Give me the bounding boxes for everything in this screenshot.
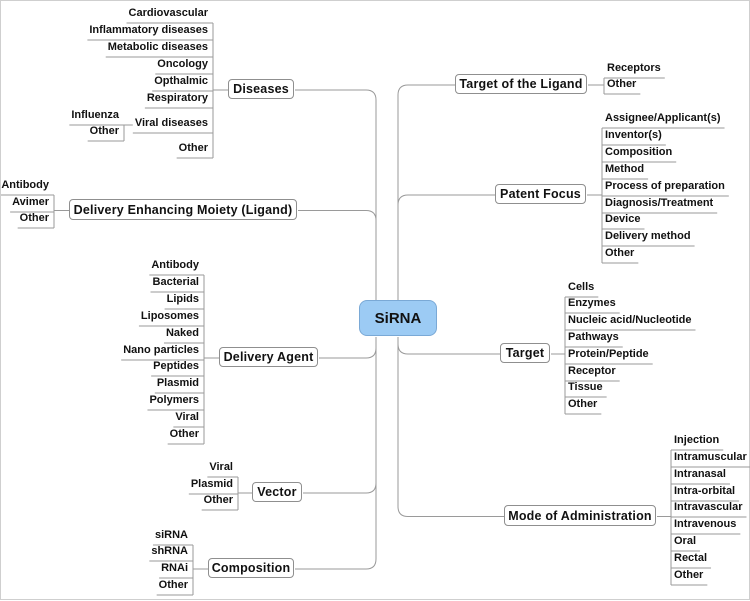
- leaf-other: Other: [605, 247, 635, 259]
- leaf-receptor: Receptor: [568, 365, 616, 377]
- leaf-liposomes: Liposomes: [140, 310, 199, 322]
- leaf-receptors: Receptors: [607, 62, 661, 74]
- leaf-nano-particles: Nano particles: [123, 344, 199, 356]
- leaf-composition: Composition: [605, 146, 673, 158]
- branch-mode-of-administration[interactable]: Mode of Administration: [504, 505, 656, 526]
- leaf-process-of-preparation: Process of preparation: [605, 180, 725, 192]
- leaf-peptides: Peptides: [153, 360, 199, 372]
- leaf-lipids: Lipids: [166, 293, 199, 305]
- branch-composition[interactable]: Composition: [208, 558, 294, 578]
- leaf-intranasal: Intranasal: [674, 468, 726, 480]
- leaf-antibody: Antibody: [1, 179, 49, 191]
- link-root-branch-delivery-agent: [319, 337, 377, 359]
- branch-delivery-agent[interactable]: Delivery Agent: [219, 347, 318, 367]
- leaf-other: Other: [607, 78, 637, 90]
- subleaf-influenza: Influenza: [71, 109, 119, 121]
- branch-delivery-enhancing-moiety[interactable]: Delivery Enhancing Moiety (Ligand): [69, 199, 297, 220]
- leaf-cardiovascular: Cardiovascular: [128, 7, 208, 19]
- branch-target-of-the-ligand[interactable]: Target of the Ligand: [455, 74, 587, 94]
- branch-patent-focus[interactable]: Patent Focus: [495, 184, 586, 204]
- leaf-pathways: Pathways: [568, 331, 619, 343]
- leaf-other: Other: [178, 142, 208, 154]
- leaf-oncology: Oncology: [157, 58, 208, 70]
- leaf-assignee-applicants: Assignee/Applicant(s): [605, 112, 721, 124]
- leaf-other: Other: [158, 579, 188, 591]
- leaf-viral: Viral: [175, 411, 199, 423]
- leaf-other: Other: [169, 428, 199, 440]
- leaf-shrna: shRNA: [151, 545, 188, 557]
- link-root-branch-patent-focus: [397, 194, 496, 301]
- leaf-respiratory: Respiratory: [146, 92, 208, 104]
- leaf-nucleic-acid-nucleotide: Nucleic acid/Nucleotide: [568, 314, 692, 326]
- leaf-other: Other: [203, 494, 233, 506]
- leaf-naked: Naked: [165, 327, 199, 339]
- leaf-oral: Oral: [674, 535, 697, 547]
- leaf-enzymes: Enzymes: [568, 297, 616, 309]
- leaf-metabolic-diseases: Metabolic diseases: [107, 41, 208, 53]
- leaf-intravenous: Intravenous: [674, 518, 737, 530]
- branch-diseases[interactable]: Diseases: [228, 79, 294, 99]
- leaf-inventors: Inventor(s): [605, 129, 662, 141]
- leaf-polymers: Polymers: [149, 394, 199, 406]
- link-root-branch-composition: [295, 337, 377, 570]
- leaf-other: Other: [19, 212, 49, 224]
- leaf-injection: Injection: [674, 434, 720, 446]
- leaf-viral: Viral: [209, 461, 233, 473]
- leaf-intravascular: Intravascular: [674, 501, 743, 513]
- leaf-opthalmic: Opthalmic: [154, 75, 208, 87]
- leaf-sirna: siRNA: [154, 529, 188, 541]
- leaf-rectal: Rectal: [674, 552, 708, 564]
- leaf-other: Other: [568, 398, 598, 410]
- leaf-viral-diseases: Viral diseases: [134, 117, 208, 129]
- leaf-intramuscular: Intramuscular: [674, 451, 747, 463]
- leaf-avimer: Avimer: [12, 196, 49, 208]
- root-node-sirna[interactable]: SiRNA: [359, 300, 437, 336]
- link-root-branch-mode-of-administration: [397, 337, 505, 517]
- link-root-branch-diseases: [295, 89, 377, 301]
- subleaf-other: Other: [89, 125, 119, 137]
- leaf-delivery-method: Delivery method: [605, 230, 691, 242]
- leaf-intra-orbital: Intra-orbital: [674, 485, 736, 497]
- leaf-method: Method: [605, 163, 645, 175]
- leaf-diagnosis-treatment: Diagnosis/Treatment: [605, 197, 714, 209]
- leaf-device: Device: [605, 213, 641, 225]
- leaf-bacterial: Bacterial: [152, 276, 199, 288]
- branch-target[interactable]: Target: [500, 343, 550, 363]
- link-root-branch-target-of-the-ligand: [397, 84, 456, 301]
- leaf-protein-peptide: Protein/Peptide: [568, 348, 649, 360]
- leaf-plasmid: Plasmid: [190, 478, 233, 490]
- leaf-inflammatory-diseases: Inflammatory diseases: [89, 24, 208, 36]
- leaf-tissue: Tissue: [568, 381, 603, 393]
- leaf-plasmid: Plasmid: [156, 377, 199, 389]
- branch-vector[interactable]: Vector: [252, 482, 302, 502]
- leaf-antibody: Antibody: [151, 259, 199, 271]
- leaf-cells: Cells: [568, 281, 595, 293]
- link-root-branch-target: [397, 337, 501, 355]
- leaf-rnai: RNAi: [161, 562, 188, 574]
- leaf-other: Other: [674, 569, 704, 581]
- link-root-branch-delivery-enhancing-moiety: [298, 210, 377, 301]
